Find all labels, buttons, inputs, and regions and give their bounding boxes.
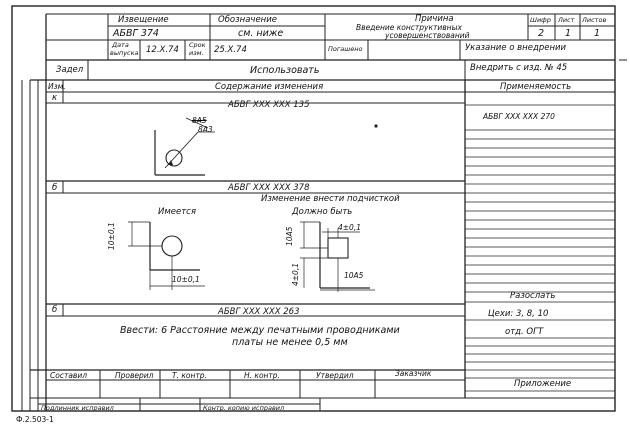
should-label: Должно быть [292, 207, 353, 217]
section-k-new-dim: 8А3 [198, 125, 213, 134]
sig-customer: Заказчик [395, 369, 432, 378]
section-b1-title: АБВГ XXX XXX 378 [228, 183, 310, 193]
dim-h-left: 10±0,1 [172, 275, 200, 284]
sig-original-corrected: Подлинник исправил [41, 404, 114, 412]
form-code: Ф.2.503-1 [16, 415, 54, 424]
section-b2-text-1: Ввести: 6 Расстояние между печатными про… [120, 325, 400, 336]
reason-value-1: Введение конструктивных [356, 23, 462, 32]
section-b2-marker: б [52, 305, 58, 315]
dim-top-right: 4±0,1 [338, 223, 361, 232]
section-b1-has-drawing [128, 221, 205, 290]
sheets-label: Листов [582, 16, 607, 24]
implement-value: Внедрить с изд. № 45 [470, 63, 568, 73]
sig-t-control: Т. контр. [172, 371, 207, 380]
dim-v-right-top: 10А5 [285, 226, 294, 246]
deadline-label: Погашено [328, 45, 363, 53]
sig-compiled: Составил [50, 371, 88, 380]
implementation-label: Указание о внедрении [465, 43, 567, 53]
ink-dot [374, 124, 378, 128]
code-label: Шифр [530, 16, 551, 24]
issue-date-label-2: выпуска [110, 49, 139, 57]
sig-checked: Проверил [115, 371, 154, 380]
section-b2-text-2: платы не менее 0,5 мм [232, 337, 348, 348]
section-k-old-dim: 8А5 [192, 116, 207, 125]
code-value: 2 [538, 28, 545, 39]
appendix-label: Приложение [514, 379, 572, 389]
reason-value-2: усовершенствований [385, 31, 470, 40]
send-label: Разослать [510, 291, 556, 301]
term-label-1: Срок [189, 41, 206, 49]
section-b2-title: АБВГ XXX XXX 263 [218, 307, 300, 317]
dim-v-right-bottom: 4±0,1 [291, 263, 300, 286]
dim-v-left: 10±0,1 [107, 222, 116, 250]
section-k-drawing [154, 117, 215, 176]
dim-h-right: 10А5 [344, 271, 364, 280]
section-k-title: АБВГ XXX XXX 135 [228, 100, 310, 110]
sheet-label: Лист [558, 16, 575, 24]
sheet-value: 1 [565, 28, 572, 39]
section-b1-subtitle: Изменение внести подчисткой [261, 194, 400, 204]
term-value: 25.X.74 [214, 45, 247, 55]
applicability-value: АБВГ XXX XXX 270 [483, 112, 555, 121]
section-k-marker: к [52, 93, 58, 103]
designation-value: см. ниже [238, 28, 284, 39]
notice-value: АБВГ 374 [113, 28, 159, 39]
term-label-2: изм. [189, 49, 204, 57]
sig-copy-corrected: Контр. копию исправил [203, 404, 285, 412]
shops-value: Цехи: 3, 8, 10 [488, 309, 549, 319]
applicability-label: Применяемость [500, 82, 572, 92]
designation-label: Обозначение [218, 15, 277, 25]
backlog-label: Задел [56, 65, 84, 75]
sheets-value: 1 [594, 28, 601, 39]
change-column-label: Изм. [48, 82, 66, 91]
section-b1-should-drawing [300, 221, 375, 292]
reason-label: Причина [415, 14, 454, 24]
issue-date-label-1: Дата [112, 41, 129, 49]
has-label: Имеется [158, 207, 196, 217]
sig-n-control: Н. контр. [244, 371, 280, 380]
dept-value: отд. ОГТ [505, 327, 544, 337]
issue-date-value: 12.X.74 [146, 45, 179, 55]
sig-approved: Утвердил [316, 371, 354, 380]
section-b1-marker: б [52, 183, 58, 193]
backlog-value: Использовать [250, 65, 320, 76]
content-column-label: Содержание изменения [215, 82, 324, 92]
notice-label: Извещение [118, 15, 169, 25]
